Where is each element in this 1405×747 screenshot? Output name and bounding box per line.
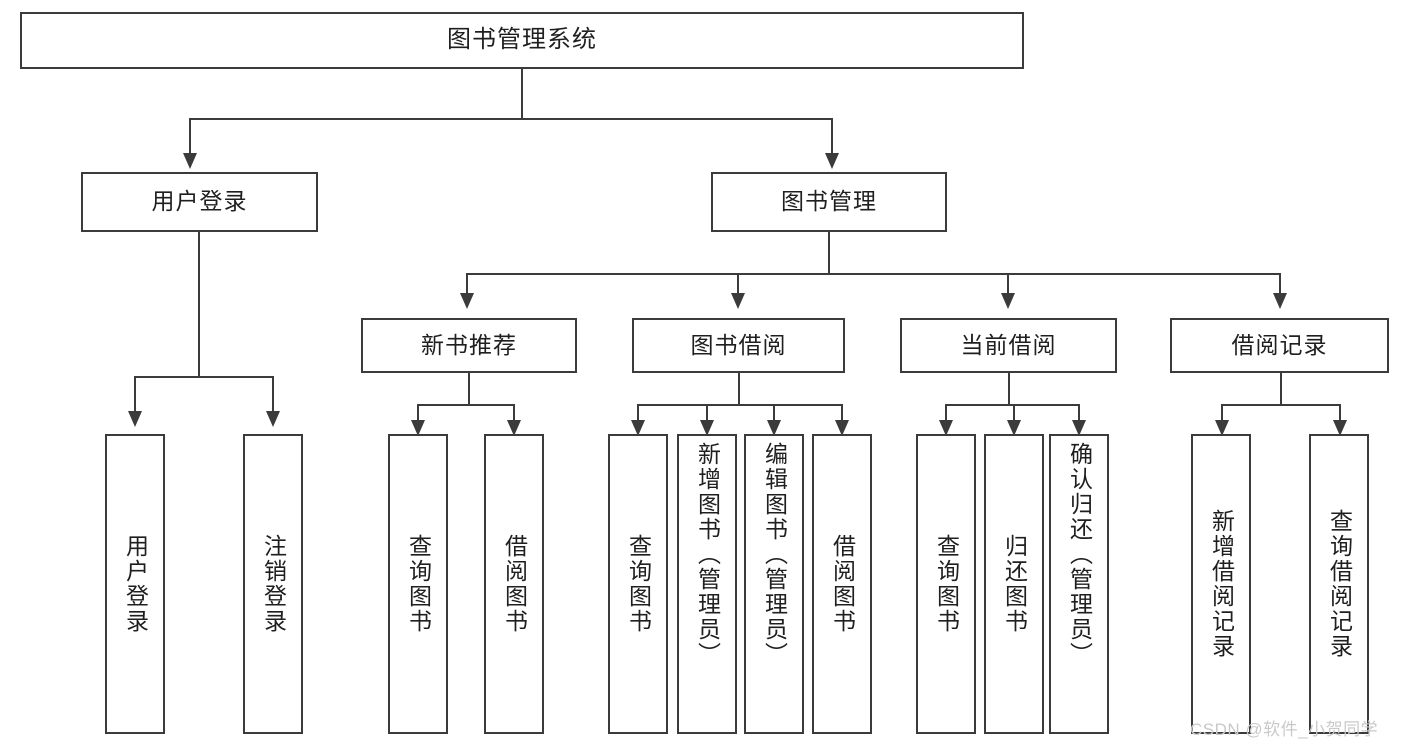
node-leaf-borrow-book-1[interactable]: 借阅图书	[484, 434, 544, 734]
arrowhead-borrow-record	[1273, 293, 1287, 309]
arrowhead-leaf-borrow-book-1	[507, 420, 521, 436]
node-label: 借阅记录	[1231, 331, 1328, 358]
arrowhead-book-management	[825, 153, 839, 169]
connector-new-book-to-leaf-2	[513, 404, 515, 420]
arrowhead-leaf-query-record	[1333, 420, 1347, 436]
connector-bm-to-borrow-record	[1279, 273, 1281, 293]
connector-cb-to-leaf-3	[1078, 404, 1080, 420]
connector-new-book-trunk	[468, 373, 470, 405]
node-label: 图书管理	[781, 188, 877, 215]
connector-cb-to-leaf-2	[1013, 404, 1015, 420]
node-user-login[interactable]: 用户登录	[81, 172, 318, 232]
connector-new-book-to-leaf-1	[417, 404, 419, 420]
node-label: 当前借阅	[960, 331, 1057, 358]
arrowhead-new-book-recommend	[460, 293, 474, 309]
connector-bb-to-leaf-4	[841, 404, 843, 420]
node-label: 新增借阅记录	[1208, 509, 1235, 659]
connector-bm-to-current-borrow	[1007, 273, 1009, 293]
node-book-management-system[interactable]: 图书管理系统	[20, 12, 1024, 69]
node-borrow-record[interactable]: 借阅记录	[1170, 318, 1389, 373]
arrowhead-leaf-logout-login	[266, 411, 280, 427]
arrowhead-current-borrow	[1001, 293, 1015, 309]
node-leaf-logout-login[interactable]: 注销登录	[243, 434, 303, 734]
arrowhead-leaf-return-book	[1007, 420, 1021, 436]
arrowhead-leaf-query-book-3	[939, 420, 953, 436]
node-book-management[interactable]: 图书管理	[711, 172, 947, 232]
arrowhead-book-borrow	[731, 293, 745, 309]
node-label: 查询图书	[933, 534, 960, 634]
node-leaf-edit-book[interactable]: 编辑图书（管理员）	[744, 434, 804, 734]
connector-bm-to-book-borrow	[737, 273, 739, 293]
node-label: 新增图书（管理员）	[694, 442, 721, 667]
connector-user-login-to-leaf-1	[134, 376, 136, 411]
node-leaf-user-login[interactable]: 用户登录	[105, 434, 165, 734]
node-leaf-query-book-3[interactable]: 查询图书	[916, 434, 976, 734]
node-label: 编辑图书（管理员）	[761, 442, 788, 667]
node-label: 归还图书	[1001, 534, 1028, 634]
arrowhead-leaf-borrow-book-2	[835, 420, 849, 436]
node-label: 查询图书	[405, 534, 432, 634]
arrowhead-leaf-add-book	[700, 420, 714, 436]
connector-br-to-leaf-1	[1221, 404, 1223, 420]
node-label: 用户登录	[151, 188, 248, 215]
connector-root-to-book-management	[831, 118, 833, 153]
connector-new-book-bus	[417, 404, 515, 406]
node-leaf-add-record[interactable]: 新增借阅记录	[1191, 434, 1251, 734]
node-label: 图书借阅	[690, 331, 787, 358]
connector-bb-to-leaf-2	[706, 404, 708, 420]
node-new-book-recommend[interactable]: 新书推荐	[361, 318, 577, 373]
node-leaf-return-book[interactable]: 归还图书	[984, 434, 1044, 734]
csdn-watermark: CSDN @软件_小贺同学	[1190, 720, 1379, 739]
node-label: 确认归还（管理员）	[1066, 442, 1093, 667]
connector-bb-to-leaf-3	[773, 404, 775, 420]
connector-current-borrow-bus	[945, 404, 1079, 406]
connector-user-login-trunk	[198, 232, 200, 377]
node-label: 新书推荐	[421, 331, 517, 358]
node-label: 查询图书	[625, 534, 652, 634]
connector-cb-to-leaf-1	[945, 404, 947, 420]
connector-br-to-leaf-2	[1339, 404, 1341, 420]
arrowhead-user-login	[183, 153, 197, 169]
arrowhead-leaf-add-record	[1215, 420, 1229, 436]
arrowhead-leaf-query-book-1	[411, 420, 425, 436]
arrowhead-leaf-edit-book	[767, 420, 781, 436]
node-leaf-borrow-book-2[interactable]: 借阅图书	[812, 434, 872, 734]
arrowhead-leaf-user-login	[128, 411, 142, 427]
node-label: 借阅图书	[501, 534, 528, 634]
node-label: 借阅图书	[829, 534, 856, 634]
connector-root-bus	[189, 118, 833, 120]
node-leaf-query-book-1[interactable]: 查询图书	[388, 434, 448, 734]
arrowhead-leaf-confirm-return	[1072, 420, 1086, 436]
connector-book-borrow-trunk	[738, 373, 740, 405]
node-current-borrow[interactable]: 当前借阅	[900, 318, 1117, 373]
connector-borrow-record-bus	[1221, 404, 1340, 406]
node-leaf-add-book[interactable]: 新增图书（管理员）	[677, 434, 737, 734]
connector-user-login-to-leaf-2	[272, 376, 274, 411]
node-leaf-confirm-return[interactable]: 确认归还（管理员）	[1049, 434, 1109, 734]
connector-root-trunk	[521, 69, 523, 119]
connector-root-to-user-login	[189, 118, 191, 153]
connector-bm-to-new-book	[466, 273, 468, 293]
connector-borrow-record-trunk	[1280, 373, 1282, 405]
connector-bb-to-leaf-1	[637, 404, 639, 420]
connector-book-management-bus	[466, 273, 1279, 275]
arrowhead-leaf-query-book-2	[631, 420, 645, 436]
connector-user-login-bus	[134, 376, 273, 378]
node-label: 查询借阅记录	[1326, 509, 1353, 659]
node-book-borrow[interactable]: 图书借阅	[632, 318, 845, 373]
node-leaf-query-book-2[interactable]: 查询图书	[608, 434, 668, 734]
node-leaf-query-record[interactable]: 查询借阅记录	[1309, 434, 1369, 734]
node-label: 图书管理系统	[447, 26, 597, 54]
connector-book-borrow-bus	[637, 404, 842, 406]
connector-current-borrow-trunk	[1008, 373, 1010, 405]
connector-book-management-trunk	[828, 232, 830, 274]
node-label: 注销登录	[260, 534, 287, 634]
node-label: 用户登录	[122, 534, 149, 634]
